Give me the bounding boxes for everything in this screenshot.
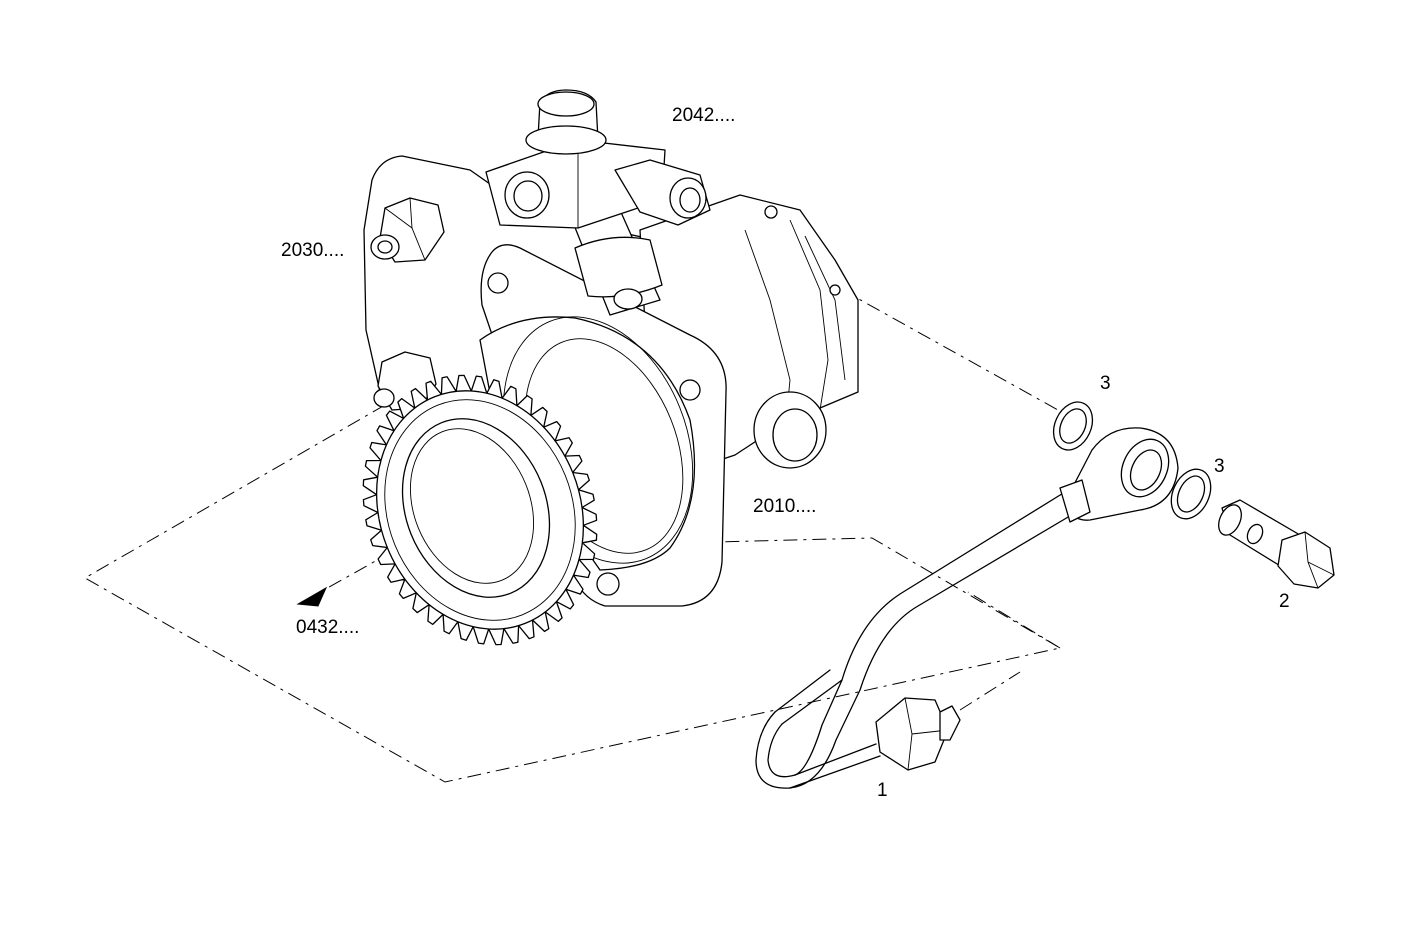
callout-2010: 2010.... (753, 496, 816, 517)
callout-0432: 0432.... (296, 617, 359, 638)
sealing-washer-lower (1170, 468, 1212, 520)
banjo-pipe (755, 427, 1179, 789)
banjo-bolt-head (1277, 531, 1335, 589)
callout-2030: 2030.... (281, 240, 344, 261)
flange-bolt-hole-tl (487, 272, 509, 294)
sealing-washer-upper (1052, 401, 1094, 451)
pump-assembly (363, 155, 859, 607)
housing-bolt-hole-2 (829, 284, 841, 296)
callout-item-2: 2 (1279, 591, 1290, 612)
callout-item-3-upper: 3 (1100, 373, 1111, 394)
banjo-bolt (1218, 499, 1335, 589)
hub-cylinder (479, 316, 696, 571)
flange-bolt-hole-br (596, 572, 620, 596)
housing-bolt-hole (764, 205, 778, 219)
callout-item-3-lower: 3 (1214, 456, 1225, 477)
drive-gear (296, 374, 598, 646)
flange-bolt-hole-tr (679, 379, 701, 401)
callout-2042: 2042.... (672, 105, 735, 126)
gear-bore (401, 418, 551, 598)
direction-arrow-icon (296, 586, 328, 607)
top-fitting-block (485, 89, 711, 229)
callout-item-1: 1 (877, 780, 888, 801)
callout-labels: 2042.... 2030.... 2010.... 0432.... 3 3 … (281, 105, 1290, 801)
